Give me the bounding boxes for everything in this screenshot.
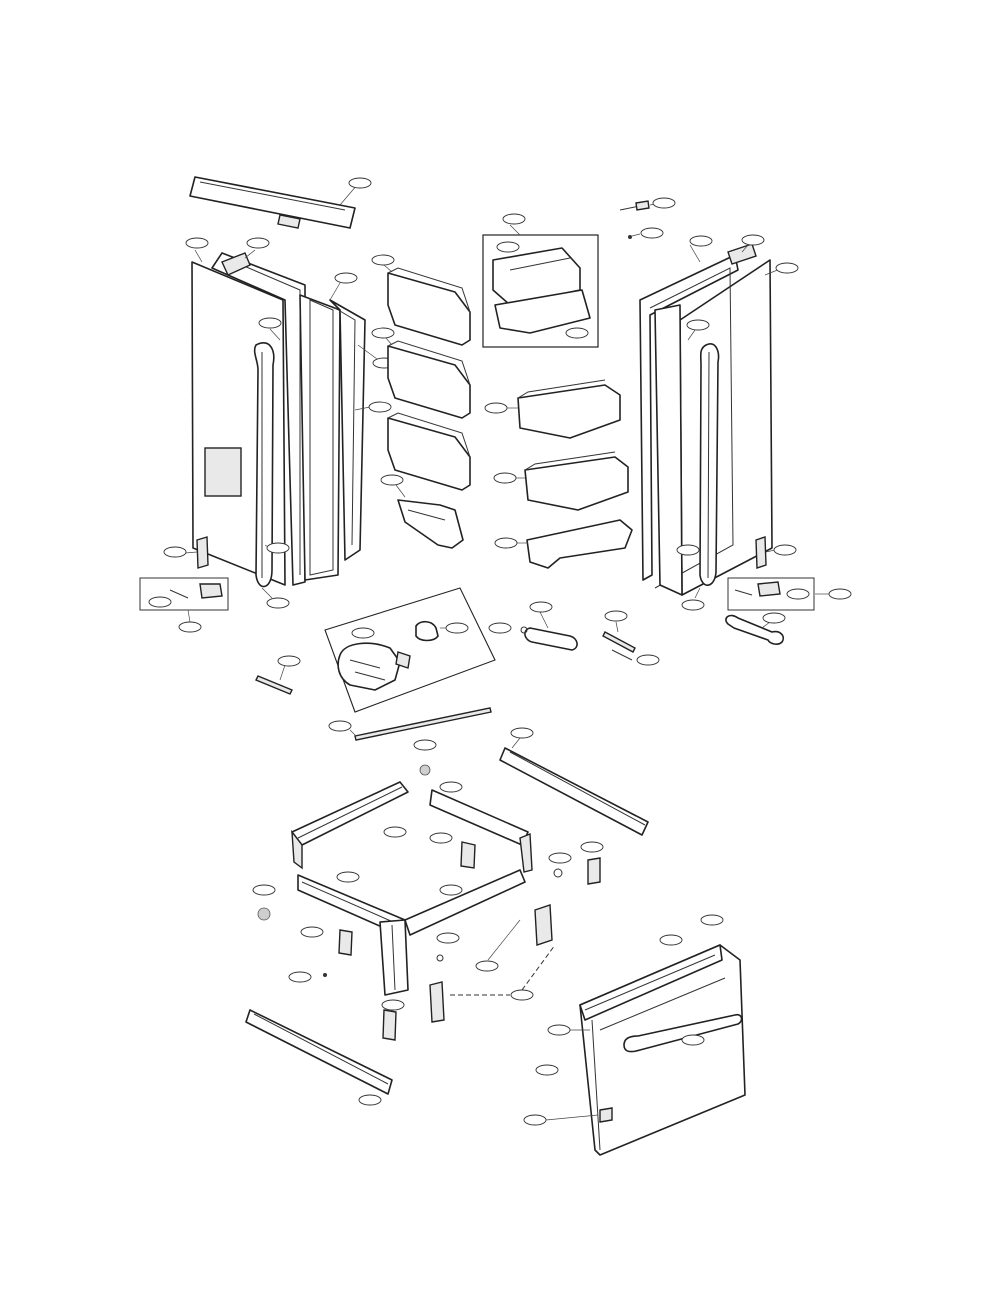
cylinder-damper: [520, 601, 578, 651]
right-bin-1: [484, 379, 621, 439]
right-hinge-kit-box: [727, 577, 852, 611]
door-bin-bracket: [380, 474, 464, 549]
top-right-screws: [619, 197, 676, 239]
right-door-assembly: [639, 234, 799, 611]
door-bin-1: [371, 254, 471, 346]
drawer-front-lower-rail: [245, 1009, 393, 1095]
top-hinge-cover: [189, 176, 372, 229]
long-rod: [328, 707, 492, 741]
freezer-drawer-door: [523, 914, 746, 1156]
dairy-bin-kit: [482, 213, 599, 348]
spring-and-pin: [602, 610, 660, 666]
left-spring-rod: [255, 655, 301, 695]
door-bin-3: [387, 412, 471, 491]
left-door-assembly: [163, 237, 396, 609]
drawer-rail-frame: [252, 739, 604, 1106]
drawer-right-rail: [499, 727, 649, 836]
right-bin-2: [493, 451, 629, 511]
wrench-tool: [725, 612, 786, 645]
left-hinge-kit-box: [139, 577, 229, 633]
right-bin-support: [494, 519, 633, 569]
door-bin-2: [371, 327, 471, 419]
ice-dispenser-motor-kit: [324, 587, 512, 713]
